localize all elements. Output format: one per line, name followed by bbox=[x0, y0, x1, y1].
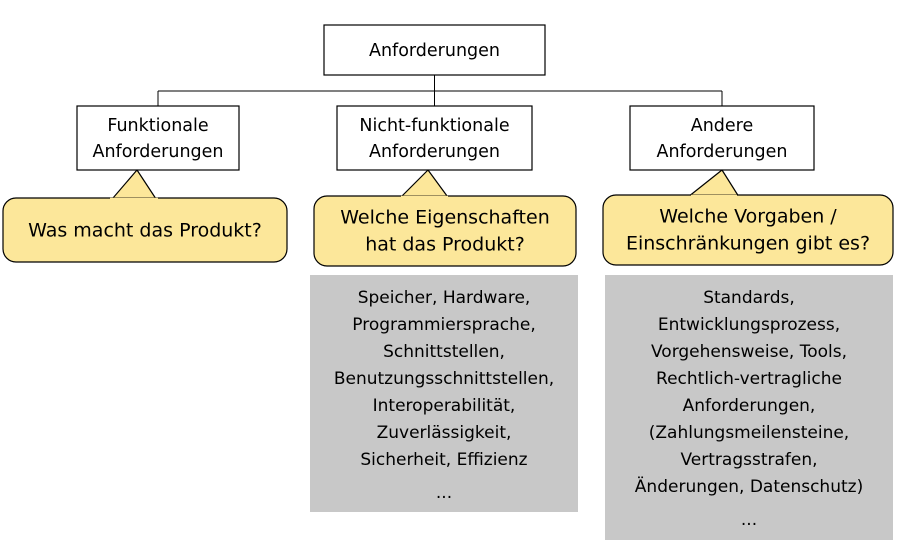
callout-nicht-funktionale[interactable]: Welche Eigenschaften hat das Produkt? bbox=[313, 169, 577, 267]
callout-andere-tail bbox=[687, 169, 740, 198]
panel-nf-line-2: Programmiersprache, bbox=[352, 315, 536, 335]
panel-an-line-7: Vertragsstrafen, bbox=[680, 450, 817, 470]
node-andere-label-line2: Anforderungen bbox=[656, 142, 787, 162]
panel-an-line-3: Vorgehensweise, Tools, bbox=[651, 342, 847, 362]
panel-nicht-funktionale: Speicher, Hardware, Programmiersprache, … bbox=[310, 275, 578, 512]
callout-nicht-funktionale-text-line2: hat das Produkt? bbox=[365, 234, 525, 256]
node-funktionale-label-line1: Funktionale bbox=[107, 116, 208, 136]
callout-nicht-funktionale-text-line1: Welche Eigenschaften bbox=[340, 207, 550, 229]
node-nicht-funktionale[interactable]: Nicht-funktionale Anforderungen bbox=[336, 105, 533, 171]
node-nicht-funktionale-label-line2: Anforderungen bbox=[369, 142, 500, 162]
panel-andere: Standards, Entwicklungsprozess, Vorgehen… bbox=[605, 275, 893, 540]
callout-funktionale-text-line1: Was macht das Produkt? bbox=[28, 220, 262, 242]
tree-connectors bbox=[157, 75, 723, 106]
node-nicht-funktionale-rect bbox=[336, 105, 533, 171]
panel-nf-line-3: Schnittstellen, bbox=[383, 342, 505, 362]
panel-nicht-funktionale-bg bbox=[310, 275, 578, 512]
panel-nf-line-4: Benutzungsschnittstellen, bbox=[334, 369, 554, 389]
node-andere[interactable]: Andere Anforderungen bbox=[629, 105, 815, 171]
panel-an-line-8: Änderungen, Datenschutz) bbox=[635, 476, 863, 497]
node-andere-rect bbox=[629, 105, 815, 171]
panel-nf-line-7: Sicherheit, Effizienz bbox=[360, 450, 527, 470]
node-funktionale[interactable]: Funktionale Anforderungen bbox=[76, 105, 240, 171]
panel-nf-line-6: Zuverlässigkeit, bbox=[377, 423, 512, 443]
node-root-rect bbox=[323, 24, 546, 76]
callout-funktionale[interactable]: Was macht das Produkt? bbox=[2, 169, 288, 263]
callout-andere[interactable]: Welche Vorgaben / Einschränkungen gibt e… bbox=[602, 169, 894, 266]
panel-an-line-6: (Zahlungsmeilensteine, bbox=[649, 423, 849, 443]
node-root-label: Anforderungen bbox=[369, 41, 500, 61]
panel-nf-line-1: Speicher, Hardware, bbox=[358, 288, 531, 308]
node-andere-label-line1: Andere bbox=[691, 116, 754, 136]
panel-an-line-1: Standards, bbox=[703, 288, 795, 308]
panel-an-line-4: Rechtlich-vertragliche bbox=[656, 369, 842, 389]
callout-andere-text-line2: Einschränkungen gibt es? bbox=[626, 233, 870, 255]
node-funktionale-label-line2: Anforderungen bbox=[92, 142, 223, 162]
callout-andere-body bbox=[602, 194, 894, 266]
panel-nf-line-9: ... bbox=[436, 483, 452, 503]
panel-an-line-5: Anforderungen, bbox=[683, 396, 816, 416]
callout-andere-text-line1: Welche Vorgaben / bbox=[659, 206, 837, 228]
panel-andere-bg bbox=[605, 275, 893, 540]
panel-an-line-10: ... bbox=[741, 510, 757, 530]
node-nicht-funktionale-label-line1: Nicht-funktionale bbox=[359, 116, 509, 136]
panel-nf-line-5: Interoperabilität, bbox=[373, 396, 516, 416]
node-root[interactable]: Anforderungen bbox=[323, 24, 546, 76]
node-funktionale-rect bbox=[76, 105, 240, 171]
panel-an-line-2: Entwicklungsprozess, bbox=[658, 315, 840, 335]
